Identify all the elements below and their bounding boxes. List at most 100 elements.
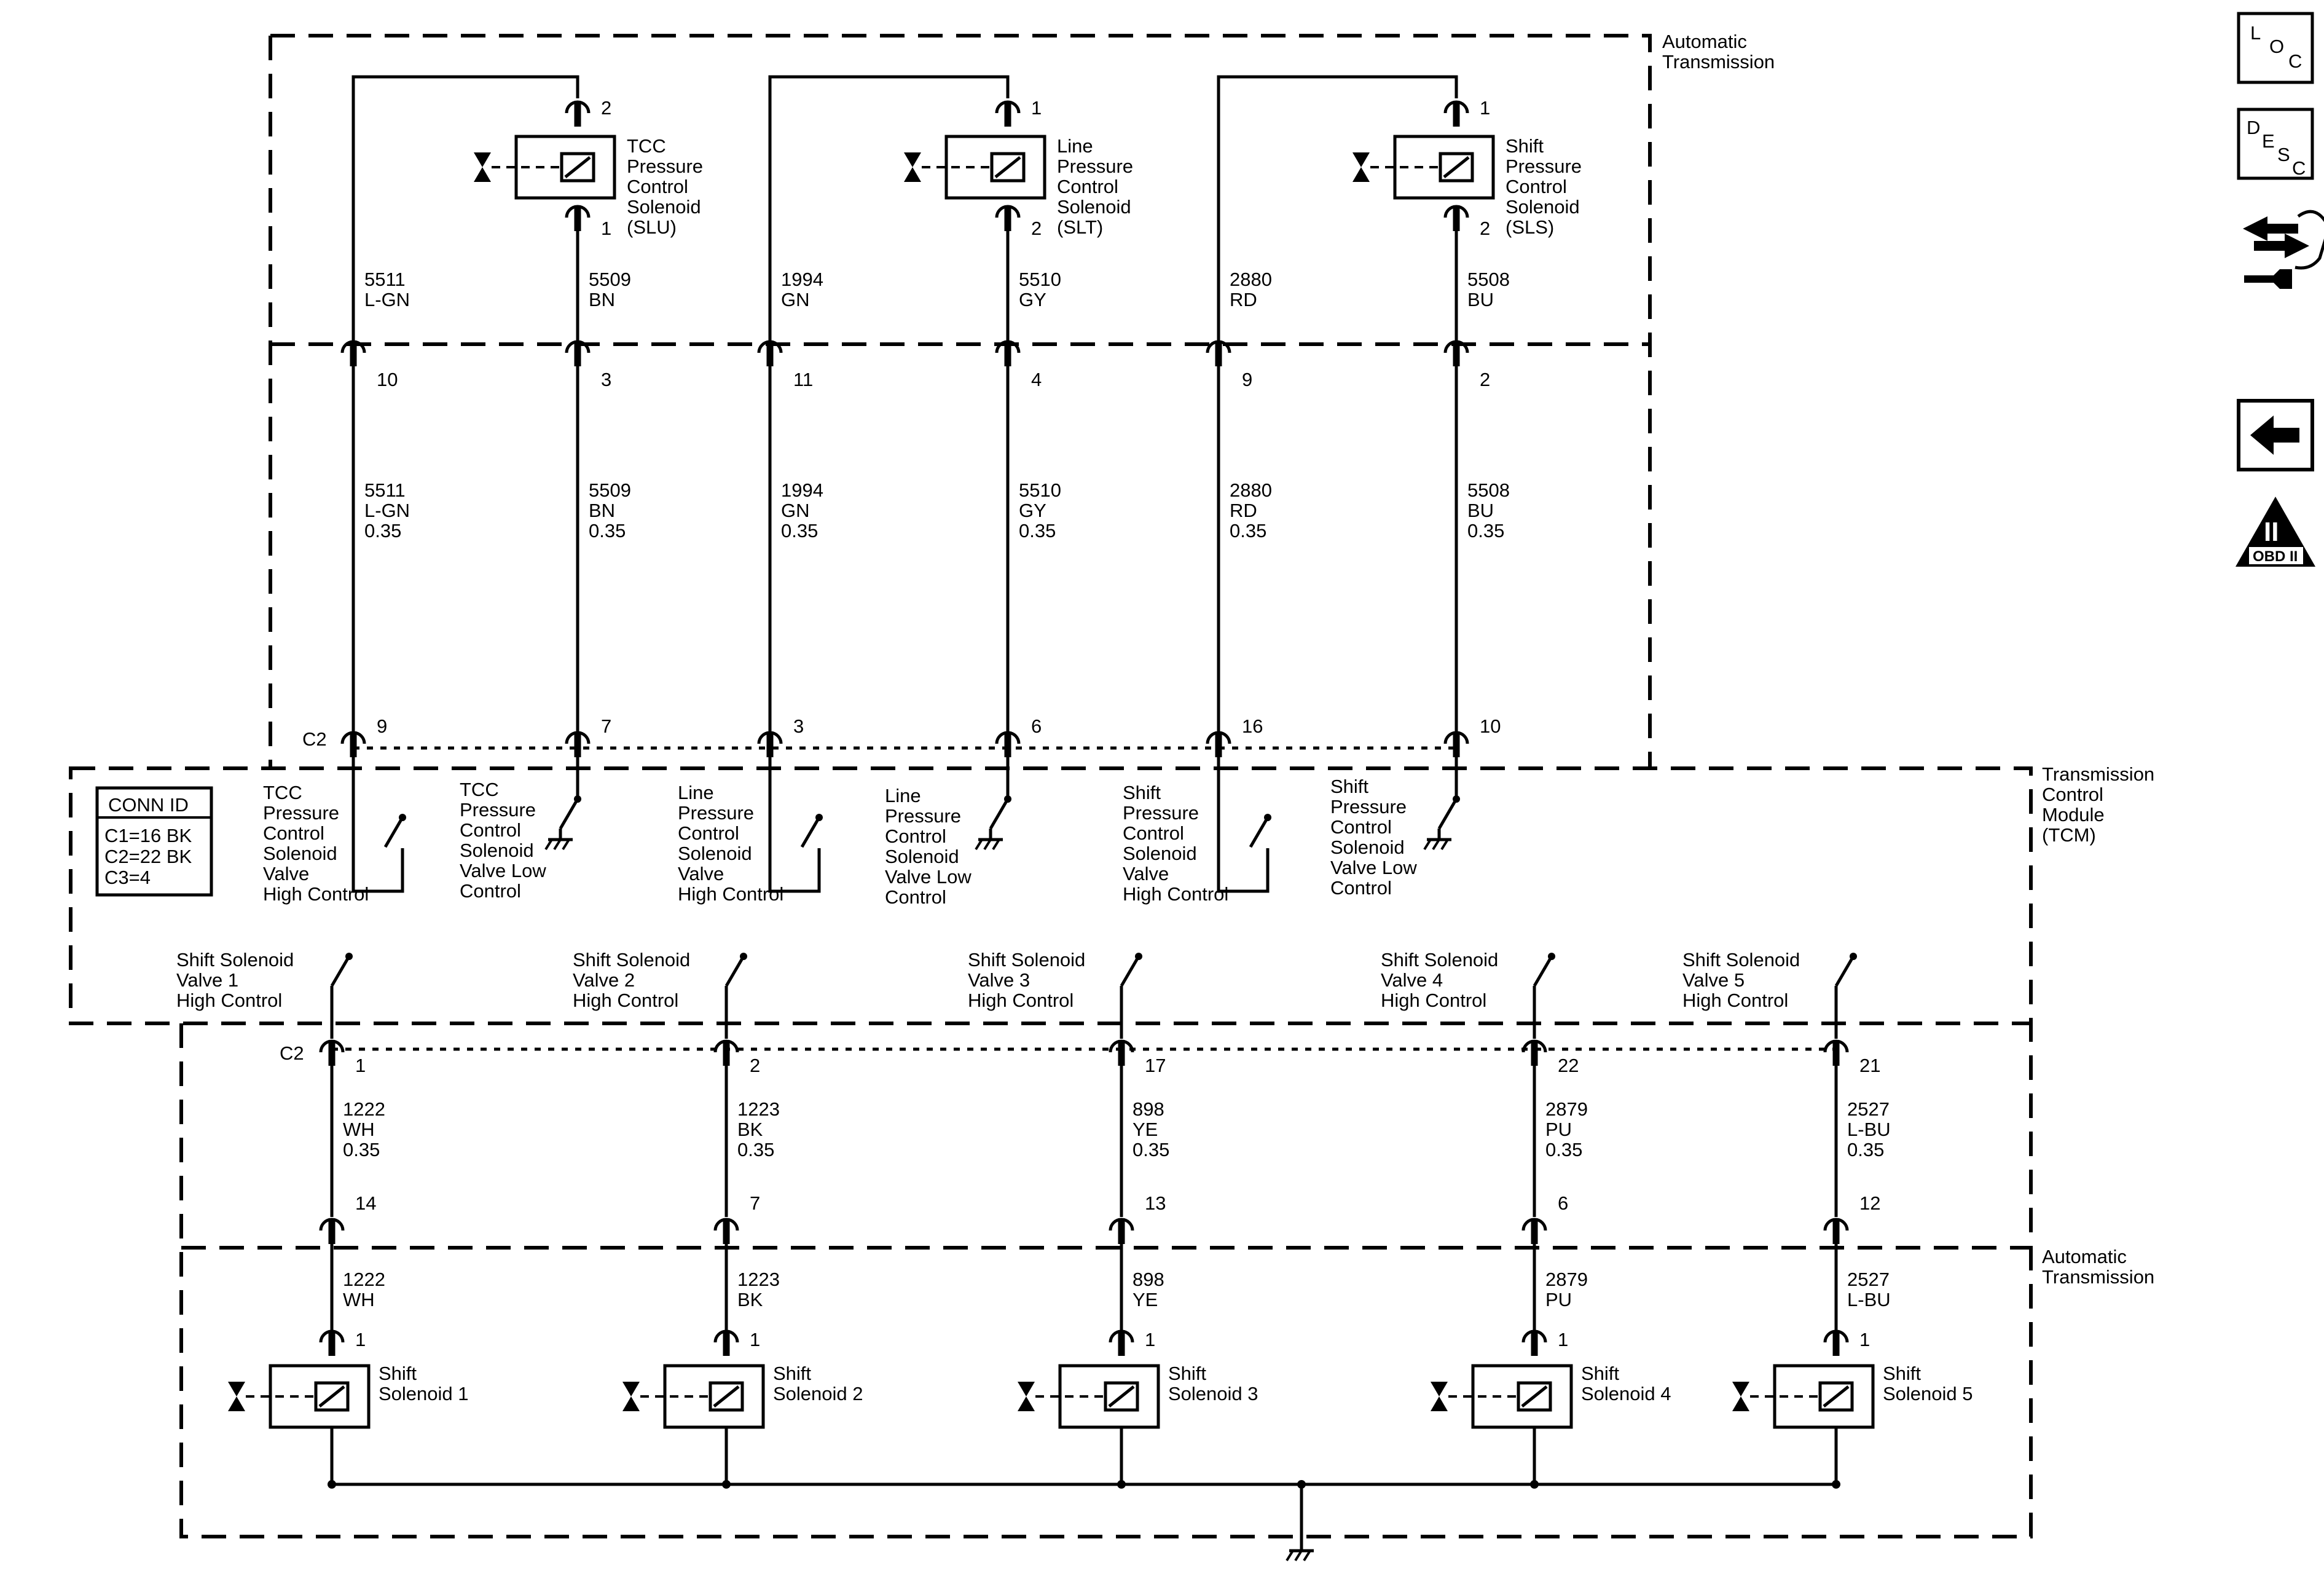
hand-icon xyxy=(2295,210,2324,270)
switch-blade xyxy=(724,955,745,987)
desc-icon-e: E xyxy=(2262,130,2275,152)
shift-tcm-switch xyxy=(724,953,747,987)
shift-solenoid-pin-number: 1 xyxy=(355,1329,366,1350)
shift-inline-pin-number: 14 xyxy=(355,1192,376,1214)
inline-connector-pin-number: 4 xyxy=(1031,369,1042,390)
solenoid-pin-bottom xyxy=(565,205,591,231)
valve-icon xyxy=(1018,1382,1035,1396)
inline-connector-pin xyxy=(757,340,783,366)
auto-trans-bottom-box xyxy=(179,1023,2033,1538)
loc-icon[interactable] xyxy=(2237,12,2314,84)
solenoid-coil-slash xyxy=(1521,1385,1548,1408)
top-solenoid-3 xyxy=(1352,135,1495,200)
switch-blade xyxy=(1533,955,1553,987)
valve-icon xyxy=(228,1396,245,1411)
solenoid-coil-slash xyxy=(1443,156,1470,178)
back-arrow-icon xyxy=(2250,415,2299,455)
desc-icon[interactable] xyxy=(2237,108,2314,180)
shift-tcm-switch xyxy=(1120,953,1142,987)
shift-tcm-switch xyxy=(1533,953,1555,987)
wrench-icon xyxy=(2244,269,2292,289)
solenoid-coil-slash xyxy=(1108,1385,1135,1408)
tcm-pin xyxy=(757,731,783,757)
tcm-pin xyxy=(1206,731,1231,757)
solenoid-pin-top xyxy=(1443,100,1469,127)
tcm-pin xyxy=(995,731,1021,757)
switch-contact xyxy=(1548,953,1555,960)
tcm-high-side-wire xyxy=(768,756,821,893)
conn-id-c3: C3=4 xyxy=(104,867,151,888)
top-loop-wire xyxy=(1217,75,1458,738)
tcm-high-side-wire xyxy=(1217,756,1270,893)
tcm-high-switch xyxy=(800,814,823,848)
switch-blade xyxy=(559,798,579,830)
solenoid-coil-slash xyxy=(564,156,591,178)
switch-contact xyxy=(1453,795,1460,803)
switch-blade xyxy=(1437,798,1458,830)
solenoid-pin-bottom-number: 1 xyxy=(601,218,611,239)
shift-inline-connector xyxy=(1109,1218,1134,1244)
service-tool-icon[interactable] xyxy=(2243,210,2324,289)
solenoid-coil-slash xyxy=(1823,1385,1850,1408)
shift-inline-pin-number: 12 xyxy=(1859,1192,1880,1214)
inline-connector-pin-number: 3 xyxy=(601,369,611,390)
shift-tcm-pin-number: 22 xyxy=(1558,1055,1579,1076)
solenoid-pin-top xyxy=(995,100,1021,127)
solenoid-coil-slash xyxy=(318,1385,345,1408)
solenoid-coil-slash xyxy=(994,156,1021,178)
shift-tcm-switch xyxy=(1834,953,1857,987)
ground-hatch xyxy=(553,838,562,851)
ground-hatch xyxy=(975,838,983,851)
switch-contact xyxy=(1264,814,1271,821)
inline-connector-pin xyxy=(1443,340,1469,366)
inline-connector-pin-number: 11 xyxy=(793,369,813,390)
valve-icon xyxy=(1732,1396,1749,1411)
switch-blade xyxy=(1834,955,1855,987)
valve-icon xyxy=(622,1396,640,1411)
solenoid-pin-top-number: 1 xyxy=(1480,97,1490,119)
shift-inline-connector xyxy=(1521,1218,1547,1244)
ground-hatch xyxy=(1423,838,1432,851)
valve-icon xyxy=(1732,1382,1749,1396)
shift-solenoid-5 xyxy=(1732,1364,1875,1429)
arrow-left-icon xyxy=(2243,216,2298,241)
shift-solenoid-2 xyxy=(622,1364,765,1429)
shift-inline-pin-number: 13 xyxy=(1145,1192,1166,1214)
switch-blade xyxy=(1120,955,1140,987)
shift-tcm-switch xyxy=(330,953,353,987)
tcm-ground-symbol xyxy=(544,829,573,851)
shift-tcm-pin xyxy=(1109,1039,1134,1066)
switch-contact xyxy=(345,953,353,960)
tcm-high-switch xyxy=(1249,814,1271,848)
shift-tcm-pin xyxy=(713,1039,739,1066)
switch-blade xyxy=(989,798,1010,830)
switch-contact xyxy=(740,953,747,960)
conn-id-title: CONN ID xyxy=(108,794,189,816)
tcm-pin-number: 3 xyxy=(793,715,804,737)
shift-solenoid-4 xyxy=(1431,1364,1573,1429)
switch-contact xyxy=(815,814,823,821)
shift-inline-connector xyxy=(713,1218,739,1244)
solenoid-pin-top xyxy=(565,100,591,127)
inline-connector-pin xyxy=(340,340,366,366)
